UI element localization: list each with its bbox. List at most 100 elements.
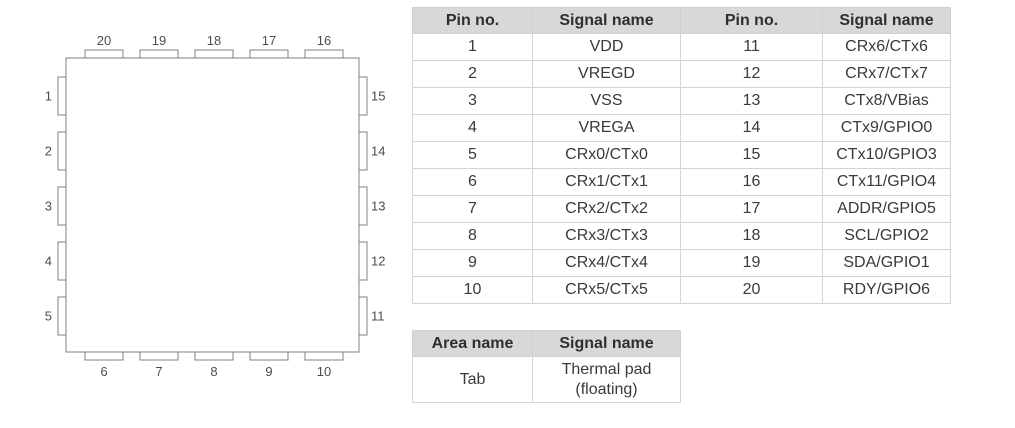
pin-12 (358, 241, 368, 281)
pin-number-label: 15 (371, 89, 385, 104)
pin-number-label: 16 (317, 33, 331, 48)
signal-name-cell: CTx11/GPIO4 (822, 168, 951, 196)
signal-name-cell: VREGA (532, 114, 681, 142)
pin-5 (57, 296, 67, 336)
area-name-cell: Tab (412, 356, 533, 403)
pin-16 (304, 49, 344, 59)
pin-number-cell: 3 (412, 87, 533, 115)
pin-15 (358, 76, 368, 116)
pin-number-label: 2 (45, 144, 52, 159)
pin-number-label: 18 (207, 33, 221, 48)
pin-number-label: 3 (45, 199, 52, 214)
pin-17 (249, 49, 289, 59)
pin-14 (358, 131, 368, 171)
signal-name-cell: CTx10/GPIO3 (822, 141, 951, 169)
pin-number-label: 20 (97, 33, 111, 48)
signal-name-cell: CRx0/CTx0 (532, 141, 681, 169)
pin-number-cell: 19 (680, 249, 823, 277)
column-header-signal-name: Signal name (822, 7, 951, 34)
pin-number-label: 13 (371, 199, 385, 214)
pin-19 (139, 49, 179, 59)
signal-name-cell: CRx7/CTx7 (822, 60, 951, 88)
pin-11 (358, 296, 368, 336)
signal-name-cell: SDA/GPIO1 (822, 249, 951, 277)
column-header-signal-name: Signal name (532, 330, 681, 357)
pin-number-label: 6 (100, 364, 107, 379)
pin-number-cell: 16 (680, 168, 823, 196)
pin-number-cell: 7 (412, 195, 533, 223)
signal-name-cell: CRx1/CTx1 (532, 168, 681, 196)
pin-number-label: 4 (45, 254, 52, 269)
pin-number-cell: 17 (680, 195, 823, 223)
signal-name-cell: CRx2/CTx2 (532, 195, 681, 223)
pin-8 (194, 351, 234, 361)
column-header-pin-no: Pin no. (412, 7, 533, 34)
column-header-signal-name: Signal name (532, 7, 681, 34)
signal-name-cell: CTx8/VBias (822, 87, 951, 115)
pin-number-label: 5 (45, 309, 52, 324)
pin-number-cell: 5 (412, 141, 533, 169)
pin-number-cell: 20 (680, 276, 823, 304)
pin-number-cell: 18 (680, 222, 823, 250)
pin-number-cell: 8 (412, 222, 533, 250)
pin-6 (84, 351, 124, 361)
pin-20 (84, 49, 124, 59)
chip-body (65, 57, 360, 353)
signal-name-cell: VSS (532, 87, 681, 115)
pin-number-cell: 4 (412, 114, 533, 142)
signal-name-cell: CRx4/CTx4 (532, 249, 681, 277)
pin-number-cell: 6 (412, 168, 533, 196)
pin-number-cell: 13 (680, 87, 823, 115)
pin-10 (304, 351, 344, 361)
pin-number-cell: 2 (412, 60, 533, 88)
pin-18 (194, 49, 234, 59)
pin-2 (57, 131, 67, 171)
pin-number-cell: 12 (680, 60, 823, 88)
pin-number-cell: 1 (412, 33, 533, 61)
pin-number-label: 19 (152, 33, 166, 48)
pin-number-label: 9 (265, 364, 272, 379)
pin-number-cell: 9 (412, 249, 533, 277)
pin-number-cell: 14 (680, 114, 823, 142)
signal-name-cell: Thermal pad (floating) (532, 356, 681, 403)
pin-9 (249, 351, 289, 361)
pin-number-label: 14 (371, 144, 385, 159)
pin-number-label: 1 (45, 89, 52, 104)
signal-name-cell: SCL/GPIO2 (822, 222, 951, 250)
pin-3 (57, 186, 67, 226)
signal-name-cell: VDD (532, 33, 681, 61)
pin-number-label: 12 (371, 254, 385, 269)
pin-number-label: 11 (371, 309, 385, 324)
pin-number-cell: 11 (680, 33, 823, 61)
signal-name-cell: CTx9/GPIO0 (822, 114, 951, 142)
signal-name-cell: VREGD (532, 60, 681, 88)
signal-name-cell: CRx5/CTx5 (532, 276, 681, 304)
signal-name-cell: CRx6/CTx6 (822, 33, 951, 61)
pin-13 (358, 186, 368, 226)
pin-number-label: 7 (155, 364, 162, 379)
signal-name-cell: CRx3/CTx3 (532, 222, 681, 250)
pin-number-label: 8 (210, 364, 217, 379)
column-header-area-name: Area name (412, 330, 533, 357)
pin-1 (57, 76, 67, 116)
pin-number-cell: 10 (412, 276, 533, 304)
signal-name-cell: ADDR/GPIO5 (822, 195, 951, 223)
pin-number-label: 17 (262, 33, 276, 48)
